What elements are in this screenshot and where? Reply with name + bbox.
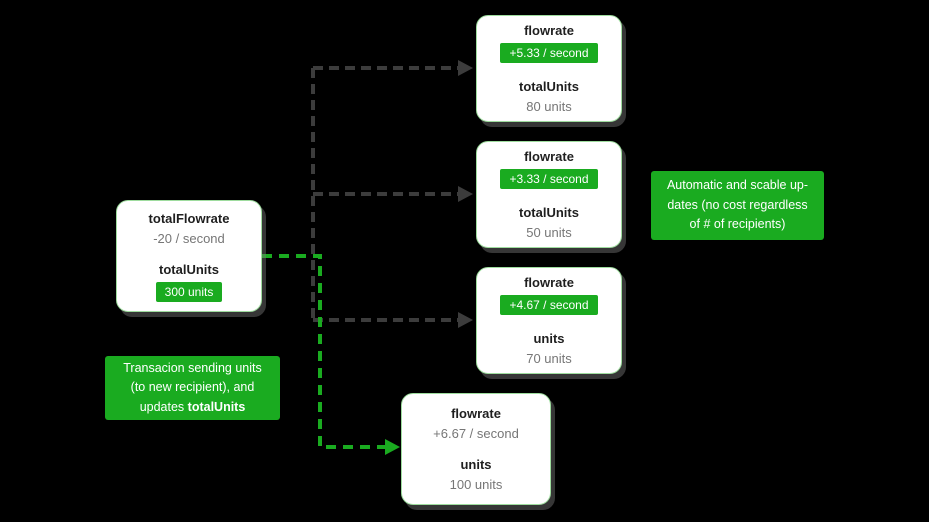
annotation-line: (to new recipient), and	[130, 380, 255, 395]
recipient-card-0: flowrate +5.33 / second totalUnits 80 un…	[476, 15, 622, 122]
annotation-transaction: Transacion sending units (to new recipie…	[105, 356, 280, 420]
recipient-card-title: flowrate	[524, 149, 574, 164]
recipient-card-rate-badge: +5.33 / second	[500, 43, 598, 63]
arrowhead-top	[458, 60, 473, 76]
recipient-card-units-label: units	[533, 331, 565, 346]
recipient-card-rate-badge: +3.33 / second	[500, 169, 598, 189]
new-recipient-card-rate: +6.67 / second	[433, 426, 519, 441]
source-card: totalFlowrate -20 / second totalUnits 30…	[116, 200, 262, 312]
recipient-card-title: flowrate	[524, 23, 574, 38]
annotation-line-prefix: updates	[139, 399, 188, 414]
source-card-units-badge: 300 units	[155, 281, 223, 302]
annotation-line: dates (no cost regardless	[667, 197, 808, 212]
recipient-card-2: flowrate +4.67 / second units 70 units	[476, 267, 622, 374]
source-card-rate: -20 / second	[153, 230, 225, 246]
annotation-line: of # of recipients)	[689, 217, 786, 232]
annotation-scalable-updates: Automatic and scable up- dates (no cost …	[651, 171, 824, 240]
new-recipient-card-units-value: 100 units	[449, 477, 503, 492]
arrow-new-recipient	[262, 254, 385, 449]
recipient-card-units-value: 80 units	[526, 99, 572, 114]
annotation-line: updates totalUnits	[105, 398, 280, 417]
annotation-line: Transacion sending units	[123, 360, 262, 375]
new-recipient-card-units-label: units	[460, 457, 492, 472]
arrowhead-middle	[458, 186, 473, 202]
recipient-card-rate-badge: +4.67 / second	[500, 295, 598, 315]
recipient-card-units-value: 50 units	[526, 225, 572, 240]
recipient-card-units-value: 70 units	[526, 351, 572, 366]
recipient-card-title: flowrate	[524, 275, 574, 290]
new-recipient-card: flowrate +6.67 / second units 100 units	[401, 393, 551, 505]
recipient-card-units-label: totalUnits	[519, 79, 579, 94]
source-card-units-label: totalUnits	[159, 261, 219, 277]
recipient-card-1: flowrate +3.33 / second totalUnits 50 un…	[476, 141, 622, 248]
recipient-card-units-label: totalUnits	[519, 205, 579, 220]
new-recipient-card-title: flowrate	[451, 406, 501, 421]
annotation-line: Automatic and scable up-	[666, 178, 809, 193]
arrowhead-bottom	[458, 312, 473, 328]
source-card-title: totalFlowrate	[148, 210, 230, 226]
arrowhead-new-recipient	[385, 439, 400, 455]
annotation-line-bold: totalUnits	[187, 399, 246, 414]
